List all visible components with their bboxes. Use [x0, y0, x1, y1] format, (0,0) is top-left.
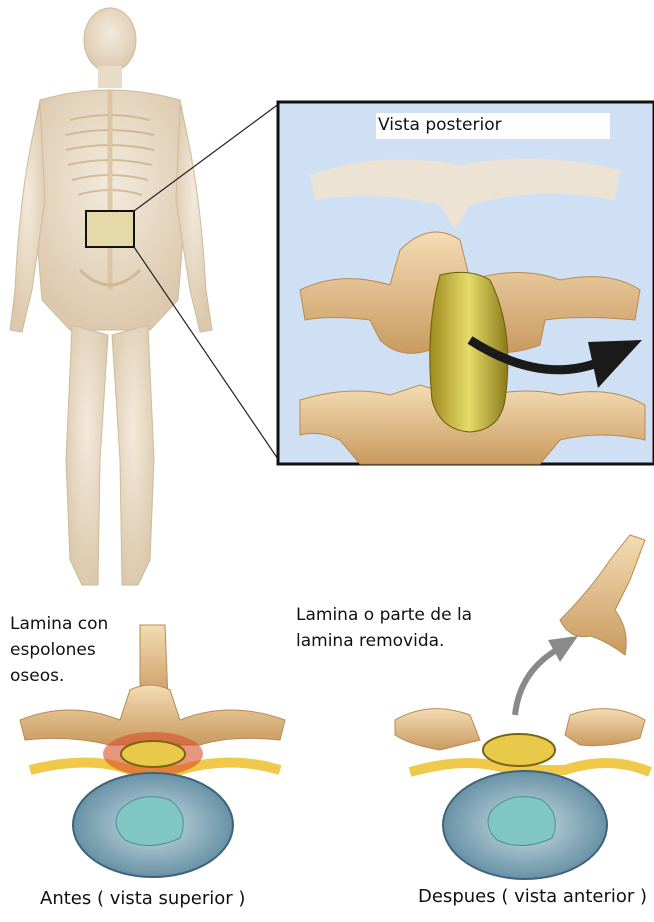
spinal-cord-before	[121, 741, 185, 767]
spinal-cord-after	[483, 734, 555, 766]
lamina-removed-label: Lamina o parte de la lamina removida.	[296, 602, 526, 654]
human-body-figure	[10, 8, 212, 585]
zoom-line-bottom	[134, 247, 280, 462]
caption-before: Antes ( vista superior )	[40, 888, 245, 909]
posterior-zoom-panel	[278, 102, 654, 464]
lamina-removed-arrow	[515, 648, 560, 715]
after-vertebra-diagram	[395, 535, 650, 879]
caption-after: Despues ( vista anterior )	[418, 886, 647, 907]
lamina-bone-spurs-label: Lamina con espolones oseos.	[10, 611, 150, 689]
lumbar-highlight-box	[86, 211, 134, 247]
posterior-view-label: Vista posterior	[376, 113, 610, 139]
